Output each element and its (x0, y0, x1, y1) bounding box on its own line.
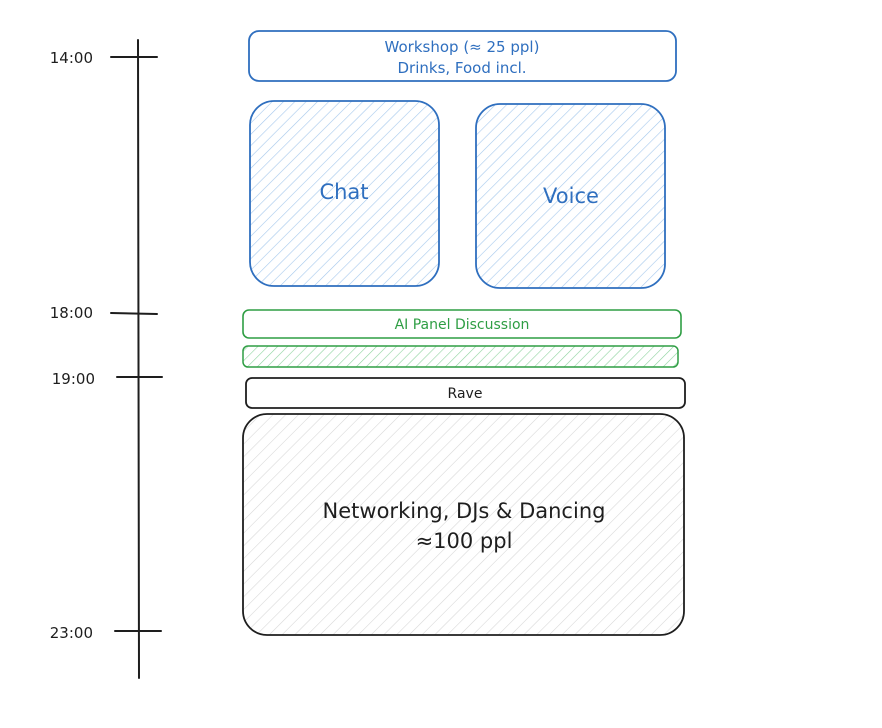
tick-label: 18:00 (50, 304, 93, 322)
ai-panel-block: AI Panel Discussion (242, 309, 682, 339)
tick-label: 23:00 (50, 624, 93, 642)
timeline-tick-1400: 14:00 (50, 49, 158, 67)
workshop-line-1: Workshop (≈ 25 ppl) (385, 38, 540, 56)
workshop-block: Workshop (≈ 25 ppl) Drinks, Food incl. (248, 30, 677, 82)
timeline-tick-2300: 23:00 (50, 624, 162, 642)
timeline-tick-1800: 18:00 (50, 304, 158, 322)
rave-label: Rave (448, 386, 483, 402)
networking-block: Networking, DJs & Dancing ≈100 ppl (242, 413, 685, 636)
timeline-axis (137, 39, 140, 679)
chat-block: Chat (249, 100, 440, 287)
networking-line-1: Networking, DJs & Dancing (323, 499, 606, 523)
voice-block: Voice (475, 103, 666, 289)
tick-label: 14:00 (50, 49, 93, 67)
rave-block: Rave (245, 377, 686, 409)
networking-line-2: ≈100 ppl (416, 529, 513, 553)
green-hatched-strip (242, 345, 679, 368)
voice-label: Voice (543, 184, 599, 208)
workshop-line-2: Drinks, Food incl. (397, 59, 526, 77)
tick-label: 19:00 (52, 370, 95, 388)
ai-panel-label: AI Panel Discussion (395, 317, 530, 333)
timeline-tick-1900: 19:00 (52, 370, 163, 388)
chat-label: Chat (319, 180, 368, 204)
